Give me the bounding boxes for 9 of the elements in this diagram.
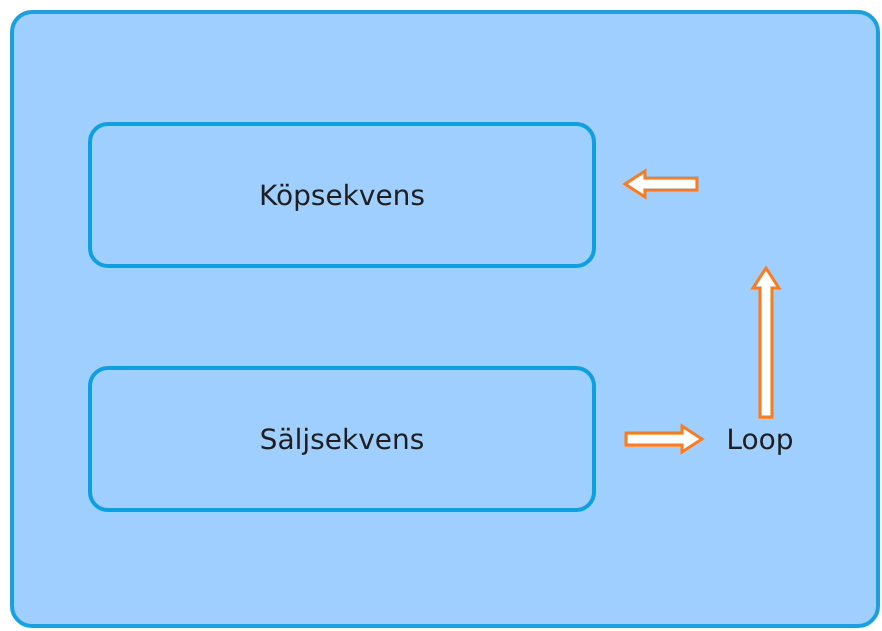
block-arrow [624,423,705,455]
process-box [88,366,596,512]
step-label: Loop [726,422,794,456]
step-label: Köpsekvens [258,178,426,212]
step-label: Säljsekvens [260,422,424,456]
block-arrow [622,168,698,200]
block-arrow [750,265,782,418]
container-panel [10,10,880,628]
process-box [88,122,596,268]
